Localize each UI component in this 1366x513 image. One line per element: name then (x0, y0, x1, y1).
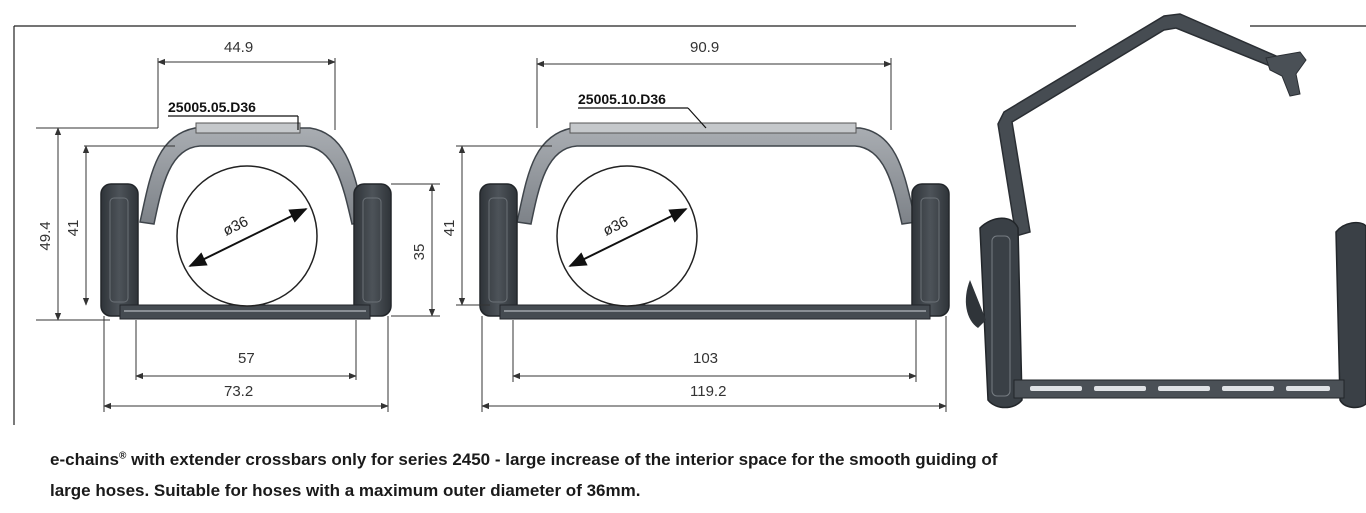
right-hose-circle (556, 165, 698, 307)
left-dim-top-width: 44.9 (224, 39, 253, 56)
right-crossbar-drawing: ø36 25005.10.D36 90.9 41 103 119.2 (441, 39, 950, 412)
caption-line-1: e-chains® with extender crossbars only f… (50, 450, 998, 469)
left-side-link-right (353, 183, 392, 317)
left-dim-outer-height: 49.4 (37, 221, 54, 250)
left-hose-circle (176, 165, 318, 307)
crossbar-product-photo (965, 13, 1366, 409)
right-part-number: 25005.10.D36 (578, 91, 666, 107)
right-dim-inner-width: 103 (693, 350, 718, 367)
right-dim-top-width: 90.9 (690, 39, 719, 56)
left-dim-inner-width: 57 (238, 350, 255, 367)
left-side-link-left (100, 183, 139, 317)
frame-border (13, 25, 1366, 425)
right-dim-height: 41 (441, 220, 458, 237)
left-dim-inner-height: 41 (65, 220, 82, 237)
left-lower-crossbar (119, 304, 371, 320)
right-lower-crossbar (499, 304, 931, 320)
technical-drawing: ø36 25005.05.D36 44.9 49.4 41 35 57 (13, 13, 1366, 425)
right-side-link-right (911, 183, 950, 317)
left-part-number: 25005.05.D36 (168, 99, 256, 115)
trademark-symbol: ® (118, 450, 127, 462)
product-caption: e-chains® with extender crossbars only f… (50, 444, 1366, 506)
right-dim-outer-width: 119.2 (690, 383, 726, 400)
right-side-link-left (479, 183, 518, 317)
left-dim-outer-width: 73.2 (224, 383, 253, 400)
caption-line-2: large hoses. Suitable for hoses with a m… (50, 481, 641, 500)
left-dim-side-height: 35 (411, 244, 428, 261)
left-crossbar-drawing: ø36 25005.05.D36 44.9 49.4 41 35 57 (36, 39, 440, 412)
